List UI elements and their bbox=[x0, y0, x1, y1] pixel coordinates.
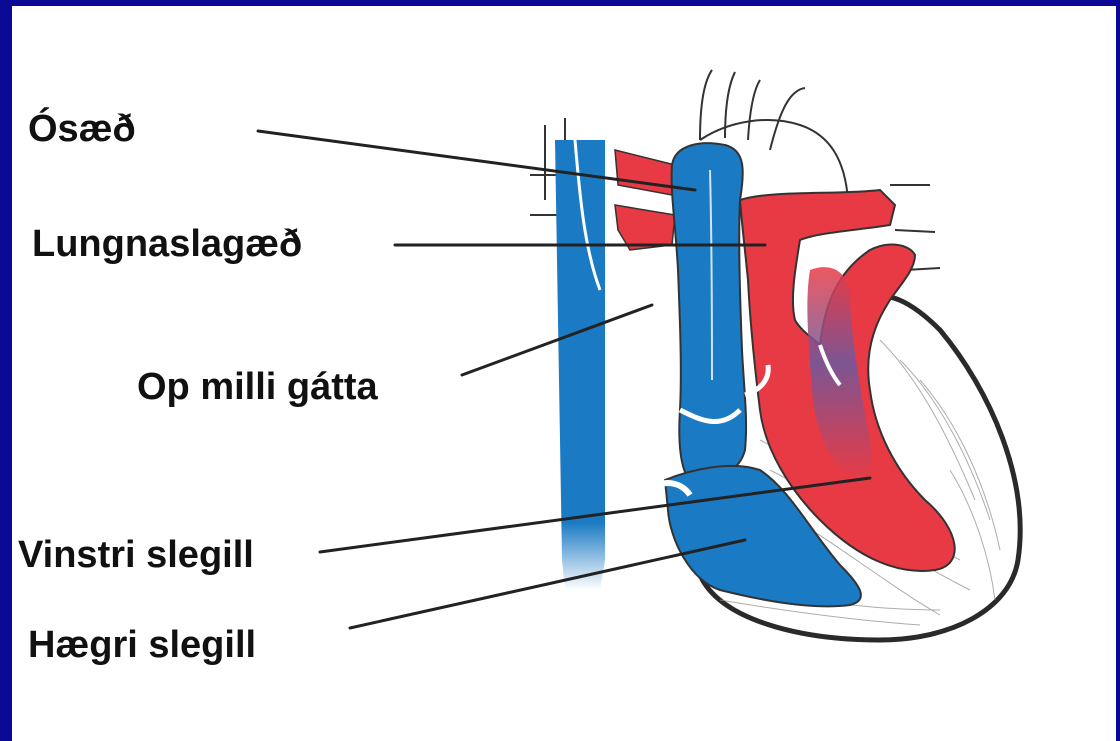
leader-op-milli-gatta bbox=[462, 305, 652, 375]
label-lungnaslagaed: Lungnaslagæð bbox=[32, 225, 302, 263]
vena-cava bbox=[555, 140, 605, 590]
label-haegri-slegill: Hægri slegill bbox=[28, 626, 256, 664]
label-op-milli-gatta: Op milli gátta bbox=[137, 368, 378, 406]
label-vinstri-slegill: Vinstri slegill bbox=[18, 536, 254, 574]
red-branch-mid bbox=[615, 205, 675, 250]
red-branch-top bbox=[615, 150, 675, 195]
leader-haegri-slegill bbox=[350, 540, 745, 628]
blue-channel bbox=[672, 143, 746, 480]
label-osaed: Ósæð bbox=[28, 110, 136, 148]
